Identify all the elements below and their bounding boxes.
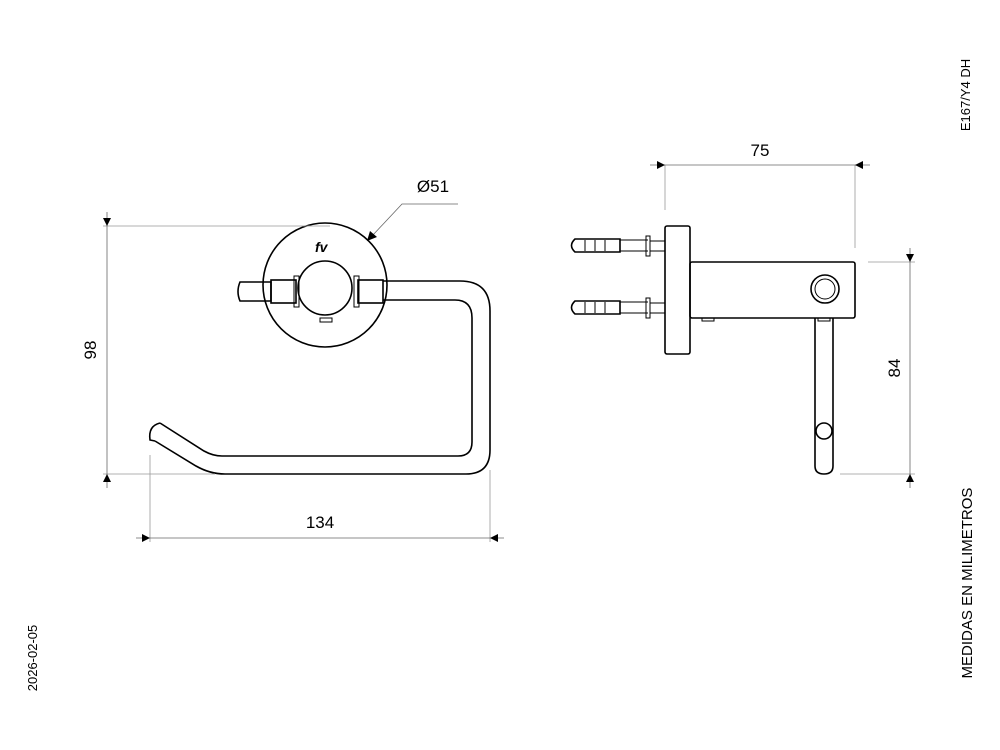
arrow (906, 474, 914, 482)
center-hub (297, 260, 353, 316)
rod-tab (817, 317, 831, 322)
dim-98-label: 98 (81, 341, 100, 360)
dim-134-label: 134 (306, 513, 334, 532)
ring-inner (814, 278, 836, 300)
arrow (142, 534, 150, 542)
arrow (855, 161, 863, 169)
dim-84-label: 84 (885, 359, 904, 378)
arrow (657, 161, 665, 169)
units-note: MEDIDAS EN MILIMETROS (959, 488, 976, 679)
wall-anchor (570, 235, 666, 257)
body (689, 261, 856, 319)
wall-plate (664, 225, 691, 355)
arrow (103, 474, 111, 482)
arm-rod (814, 318, 834, 475)
front-view: fv 98 134 Ø51 (81, 177, 504, 542)
drawing-code: E167/Y4 DH (958, 59, 973, 131)
fv-logo: fv (315, 239, 329, 255)
right-collar (357, 279, 384, 304)
left-washer (293, 275, 300, 308)
body-tab (701, 317, 715, 322)
rod-end (815, 422, 833, 440)
right-washer (353, 275, 360, 308)
rosette-outline (262, 222, 388, 348)
dim-75-label: 75 (751, 141, 770, 160)
drawing-date: 2026-02-05 (25, 625, 40, 692)
wall-anchor (570, 297, 666, 319)
left-pin (237, 281, 272, 302)
side-view: 75 84 (570, 141, 915, 488)
arrow (906, 254, 914, 262)
diameter-leader (371, 203, 458, 237)
hub-tab (319, 317, 333, 323)
left-collar (270, 279, 297, 304)
dim-diameter-label: Ø51 (417, 177, 449, 196)
arm-outer (154, 280, 491, 475)
arm-end (148, 422, 161, 442)
arrow (367, 231, 377, 241)
ring-outer (810, 274, 840, 304)
arrow (490, 534, 498, 542)
arrow (103, 218, 111, 226)
arm-inner (159, 299, 473, 457)
